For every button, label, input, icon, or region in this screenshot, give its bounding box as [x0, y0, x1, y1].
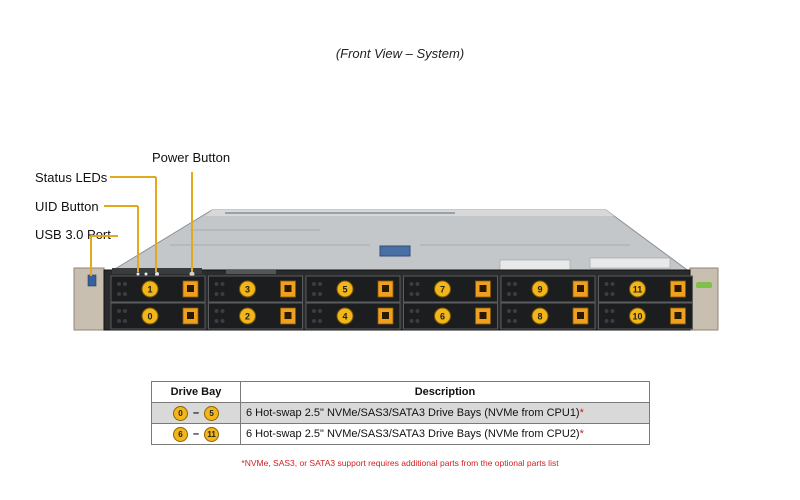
drive-bay-3[interactable]: 3 — [208, 275, 303, 303]
uid-button-icon — [155, 272, 159, 276]
bay-number-label: 9 — [537, 285, 542, 295]
bay-range: 6–11 — [151, 423, 241, 445]
status-led-2 — [144, 272, 148, 276]
bay-number-badge — [629, 280, 646, 298]
drive-bay-table: Drive Bay Description 0–5 6 Hot-swap 2.5… — [151, 381, 650, 445]
bay-number-badge — [336, 307, 354, 325]
bay-range: 0–5 — [151, 402, 241, 424]
drive-bay-8[interactable]: 8 — [500, 302, 596, 330]
bay-number-label: 5 — [342, 285, 347, 295]
drive-bay-0[interactable]: 0 — [110, 302, 206, 330]
drive-bay-7[interactable]: 7 — [403, 275, 498, 303]
bay-number-label: 2 — [245, 312, 250, 322]
top-cover-latch — [379, 245, 411, 257]
bay-number-badge: 0 — [172, 405, 188, 421]
bay-number-label: 7 — [440, 285, 445, 295]
bay-number-label: 8 — [537, 312, 542, 322]
bay-number-badge — [239, 307, 256, 325]
table-row: 6–11 6 Hot-swap 2.5" NVMe/SAS3/SATA3 Dri… — [151, 423, 650, 445]
bay-number-badge — [531, 280, 549, 298]
bay-description: 6 Hot-swap 2.5" NVMe/SAS3/SATA3 Drive Ba… — [240, 402, 650, 424]
table-header-description: Description — [240, 381, 650, 403]
bay-number-badge — [434, 280, 451, 298]
drive-bay-1[interactable]: 1 — [110, 275, 206, 303]
uid-button-label: UID Button — [35, 199, 99, 214]
table-row: 0–5 6 Hot-swap 2.5" NVMe/SAS3/SATA3 Driv… — [151, 402, 650, 424]
bay-number-badge: 5 — [204, 405, 220, 421]
bay-number-badge — [336, 280, 354, 298]
vendor-logo — [696, 282, 712, 288]
bay-number-label: 0 — [147, 312, 152, 322]
power-button-label: Power Button — [152, 150, 231, 165]
bay-number-label: 4 — [342, 312, 347, 322]
status-leds-label: Status LEDs — [35, 170, 108, 185]
bay-number-badge: 6 — [172, 426, 188, 442]
bay-number-badge — [141, 307, 159, 325]
drive-bay-11[interactable]: 11 — [598, 275, 693, 303]
power-button-icon — [189, 271, 195, 277]
drive-bays: 1 3 5 7 9 11 0 2 4 6 8 10 — [110, 275, 693, 330]
bay-number-label: 6 — [440, 312, 445, 322]
drive-bay-6[interactable]: 6 — [403, 302, 498, 330]
bay-number-label: 10 — [632, 312, 642, 322]
rack-ear-right — [689, 267, 719, 331]
bay-description: 6 Hot-swap 2.5" NVMe/SAS3/SATA3 Drive Ba… — [240, 423, 650, 445]
bay-number-badge: 11 — [204, 426, 220, 442]
figure-caption: (Front View – System) — [335, 46, 465, 61]
bay-number-badge — [141, 280, 159, 298]
drive-bay-10[interactable]: 10 — [598, 302, 693, 330]
drive-bay-4[interactable]: 4 — [305, 302, 401, 330]
bay-number-badge — [434, 307, 451, 325]
bay-number-label: 11 — [633, 285, 643, 295]
usb-port-icon — [87, 274, 97, 287]
bay-number-badge — [239, 280, 256, 298]
drive-bay-5[interactable]: 5 — [305, 275, 401, 303]
bay-number-badge — [531, 307, 549, 325]
footnote: *NVMe, SAS3, or SATA3 support requires a… — [241, 458, 559, 468]
status-led-1 — [136, 272, 140, 276]
bay-number-label: 1 — [147, 285, 152, 295]
bay-number-label: 3 — [245, 285, 250, 295]
table-header-drive-bay: Drive Bay — [151, 381, 241, 403]
bay-number-badge — [629, 307, 646, 325]
drive-bay-2[interactable]: 2 — [208, 302, 303, 330]
drive-bay-9[interactable]: 9 — [500, 275, 596, 303]
